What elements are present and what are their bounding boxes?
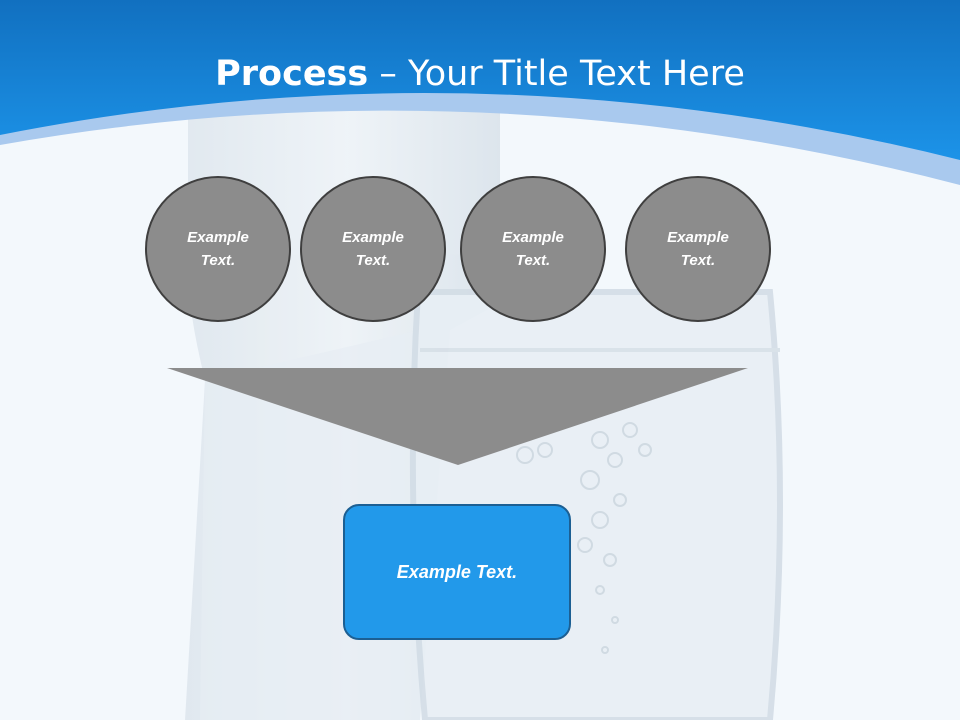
process-step-label: Example Text.: [342, 229, 404, 269]
process-step-1: Example Text.: [145, 176, 291, 322]
title-rest: – Your Title Text Here: [368, 54, 745, 94]
page-title: Process – Your Title Text Here: [0, 52, 960, 96]
result-box: Example Text.: [343, 504, 571, 640]
process-step-2: Example Text.: [300, 176, 446, 322]
process-step-label: Example Text.: [187, 229, 249, 269]
process-step-label: Example Text.: [502, 229, 564, 269]
process-step-label: Example Text.: [667, 229, 729, 269]
process-arrow: [167, 368, 748, 465]
process-step-4: Example Text.: [625, 176, 771, 322]
title-bold: Process: [215, 54, 369, 94]
header-band: [0, 0, 960, 160]
process-step-3: Example Text.: [460, 176, 606, 322]
result-label: Example Text.: [396, 561, 518, 582]
